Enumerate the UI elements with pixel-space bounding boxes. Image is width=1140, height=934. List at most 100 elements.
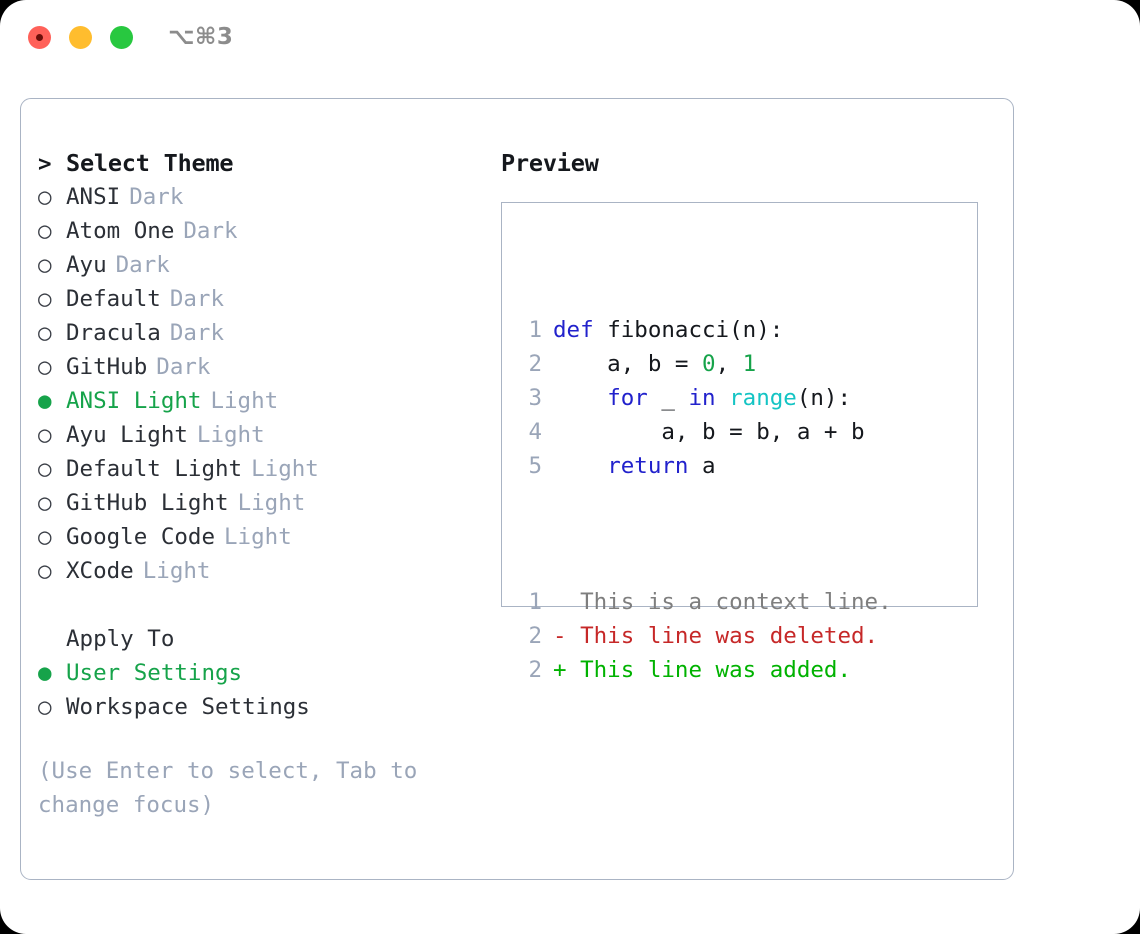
- code-line-content: for _ in range(n):: [553, 381, 851, 415]
- keyboard-shortcut-label: ⌥⌘3: [168, 24, 234, 50]
- line-number: 2: [528, 623, 542, 649]
- theme-option-variant: Light: [210, 388, 279, 414]
- theme-option-ansi[interactable]: ○ ANSI Dark: [38, 180, 488, 214]
- preview-title: Preview: [501, 149, 599, 177]
- radio-unselected-icon: ○: [38, 184, 52, 210]
- diff-line-content: This is a context line.: [553, 589, 892, 615]
- theme-option-label: Ayu Light: [66, 422, 188, 448]
- radio-unselected-icon: ○: [38, 354, 52, 380]
- line-number: 3: [528, 385, 542, 411]
- theme-option-variant: Dark: [115, 252, 170, 278]
- radio-selected-icon: ●: [38, 660, 52, 686]
- line-number: 2: [528, 351, 542, 377]
- theme-option-label: XCode: [66, 558, 134, 584]
- diff-line-ctx: 1 This is a context line.: [514, 585, 892, 619]
- line-number: 2: [528, 657, 542, 683]
- theme-option-ansi-light[interactable]: ● ANSI Light Light: [38, 384, 488, 418]
- radio-unselected-icon: ○: [38, 286, 52, 312]
- code-line-content: a, b = 0, 1: [553, 347, 756, 381]
- theme-option-variant: Dark: [169, 286, 225, 312]
- diff-line-add: 2 + This line was added.: [514, 653, 892, 687]
- apply-to-option-workspace-settings[interactable]: ○ Workspace Settings: [38, 690, 488, 724]
- diff-sample: 1 This is a context line. 2 - This line wa…: [514, 585, 892, 687]
- close-button[interactable]: [28, 26, 51, 49]
- code-line: 5 return a: [514, 449, 892, 483]
- line-number: 4: [528, 419, 542, 445]
- code-line-content: return a: [553, 449, 716, 483]
- code-line: 4 a, b = b, a + b: [514, 415, 892, 449]
- line-number: 5: [528, 453, 542, 479]
- code-token-kw: def: [553, 317, 594, 343]
- code-line-content: def fibonacci(n):: [553, 313, 783, 347]
- code-token-id: a, b =: [553, 351, 703, 377]
- theme-option-label: ANSI: [66, 184, 121, 210]
- theme-option-label: ANSI Light: [66, 388, 202, 414]
- code-token-num: 0: [702, 351, 716, 377]
- theme-option-xcode[interactable]: ○ XCode Light: [38, 554, 488, 588]
- keyboard-hint: (Use Enter to select, Tab to change focu…: [38, 758, 418, 818]
- line-number: 1: [528, 317, 542, 343]
- theme-list-header-label: Select Theme: [66, 149, 234, 177]
- code-token-punc: (n):: [796, 385, 852, 411]
- theme-option-variant: Light: [196, 422, 265, 448]
- theme-option-default-light[interactable]: ○ Default Light Light: [38, 452, 488, 486]
- line-number: 1: [528, 589, 542, 615]
- theme-option-label: Atom One: [66, 218, 175, 244]
- section-spacer: [38, 588, 488, 622]
- theme-option-label: Google Code: [66, 524, 216, 550]
- theme-list-header: > Select Theme: [38, 146, 488, 180]
- diff-line-content: + This line was added.: [553, 657, 852, 683]
- apply-to-option-label: Workspace Settings: [66, 694, 310, 720]
- diff-line-content: - This line was deleted.: [553, 623, 879, 649]
- diff-line-del: 2 - This line was deleted.: [514, 619, 892, 653]
- theme-option-variant: Dark: [129, 184, 184, 210]
- radio-unselected-icon: ○: [38, 558, 52, 584]
- code-token-punc: (n):: [729, 317, 784, 343]
- theme-option-label: Default Light: [66, 456, 243, 482]
- theme-option-label: Dracula: [66, 320, 161, 346]
- caret-icon: >: [38, 151, 52, 177]
- radio-selected-icon: ●: [38, 388, 52, 414]
- zoom-button[interactable]: [110, 26, 133, 49]
- code-token-kw: return: [607, 453, 689, 479]
- code-token-kw: in: [688, 385, 716, 411]
- code-line: 1 def fibonacci(n):: [514, 313, 892, 347]
- apply-to-header: Apply To: [66, 626, 175, 652]
- theme-option-variant: Dark: [156, 354, 211, 380]
- radio-unselected-icon: ○: [38, 456, 52, 482]
- theme-option-default[interactable]: ○ Default Dark: [38, 282, 488, 316]
- theme-option-ayu[interactable]: ○ Ayu Dark: [38, 248, 488, 282]
- apply-to-options: ●User Settings ○ Workspace Settings: [38, 656, 488, 724]
- theme-option-variant: Dark: [183, 218, 238, 244]
- code-token-id: a, b = b, a + b: [553, 419, 865, 445]
- code-token-id: a: [688, 453, 716, 479]
- code-token-kw: for: [607, 385, 648, 411]
- code-line: 3 for _ in range(n):: [514, 381, 892, 415]
- apply-to-option-user-settings[interactable]: ●User Settings: [38, 656, 488, 690]
- theme-option-label: Ayu: [66, 252, 107, 278]
- code-line-content: a, b = b, a + b: [553, 415, 865, 449]
- title-bar: ⌥⌘3: [0, 0, 1140, 78]
- theme-option-variant: Light: [224, 524, 292, 550]
- minimize-button[interactable]: [69, 26, 92, 49]
- window-controls: [28, 26, 133, 49]
- theme-option-variant: Light: [142, 558, 211, 584]
- radio-unselected-icon: ○: [38, 694, 52, 720]
- theme-option-label: Default: [66, 286, 161, 312]
- radio-unselected-icon: ○: [38, 252, 52, 278]
- theme-option-variant: Light: [251, 456, 319, 482]
- theme-option-variant: Light: [237, 490, 306, 516]
